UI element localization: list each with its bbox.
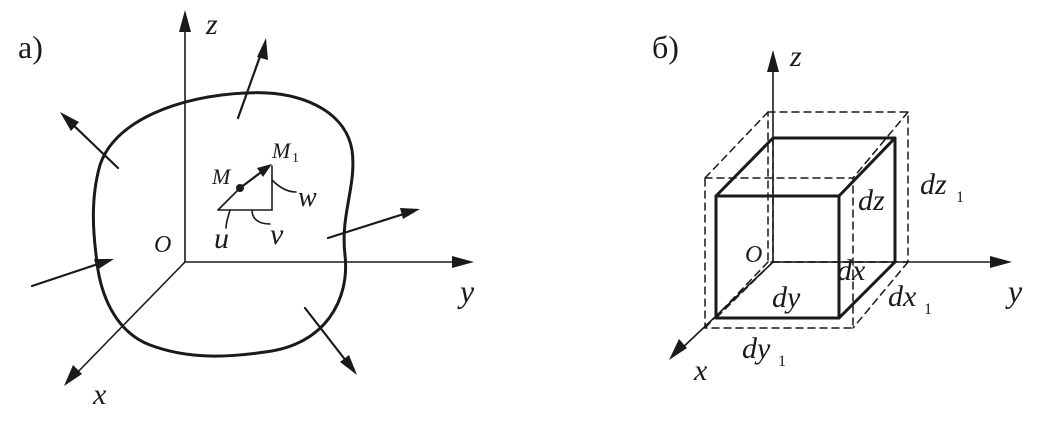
origin-label: O bbox=[745, 242, 762, 268]
panel-a-label: а) bbox=[18, 29, 43, 65]
normal-arrow-right bbox=[326, 210, 412, 240]
v-leader bbox=[251, 209, 271, 225]
panel-b: б) z y x O dz dx bbox=[652, 29, 1023, 387]
w-leader bbox=[271, 179, 297, 193]
u-leader bbox=[225, 209, 231, 229]
normal-arrow-top-head bbox=[257, 38, 268, 60]
dz-label: dz bbox=[858, 184, 885, 217]
u-label: u bbox=[214, 222, 229, 255]
y-axis-arrowhead bbox=[452, 256, 474, 268]
x-axis bbox=[71, 261, 186, 379]
x-axis-arrowhead bbox=[669, 339, 687, 360]
v-label: v bbox=[270, 218, 284, 251]
displacement-vector-head bbox=[257, 164, 272, 177]
displacement-vector-m-m1 bbox=[238, 168, 266, 190]
dx-label: dx bbox=[837, 254, 866, 287]
deformed-element-dashed bbox=[704, 111, 909, 329]
point-m-label: M bbox=[211, 164, 232, 189]
displacement-u-leg bbox=[217, 187, 241, 211]
z-axis-arrowhead bbox=[179, 10, 191, 32]
panel-a: а) z y x O M bbox=[18, 8, 475, 411]
origin-label: O bbox=[154, 232, 171, 258]
dz1-subscript: 1 bbox=[956, 189, 964, 206]
right-face bbox=[837, 136, 897, 320]
x-axis-arrowhead bbox=[64, 365, 82, 386]
dx1-subscript: 1 bbox=[924, 301, 932, 318]
dz1-label: dz bbox=[920, 168, 947, 201]
x-axis-label: x bbox=[693, 354, 708, 387]
z-axis-arrowhead bbox=[767, 50, 779, 72]
point-m1-subscript: 1 bbox=[292, 151, 299, 166]
y-axis-arrowhead bbox=[990, 256, 1012, 268]
w-label: w bbox=[298, 182, 317, 213]
normal-arrow-top bbox=[236, 46, 265, 120]
dy-label: dy bbox=[772, 281, 801, 314]
dy1-subscript: 1 bbox=[778, 353, 786, 370]
point-m1-label: M bbox=[271, 138, 292, 163]
dy1-label: dy bbox=[742, 332, 771, 365]
normal-arrow-lower-right-head bbox=[340, 355, 357, 375]
x-axis-label: x bbox=[92, 378, 107, 411]
y-axis-label: y bbox=[457, 273, 475, 309]
hidden-edge-depth bbox=[715, 261, 774, 319]
deformed-edge bbox=[852, 111, 909, 179]
top-face bbox=[714, 136, 897, 198]
deformed-edge bbox=[704, 111, 769, 179]
normal-arrow-upper-left bbox=[66, 118, 120, 170]
original-element bbox=[714, 136, 897, 320]
z-axis-label: z bbox=[789, 40, 802, 73]
deformed-edge bbox=[852, 261, 909, 329]
normal-arrow-right-head bbox=[400, 208, 420, 219]
body-outline bbox=[91, 91, 355, 358]
dx1-label: dx bbox=[888, 280, 917, 313]
normal-arrow-left-head bbox=[94, 259, 114, 270]
point-m-dot bbox=[236, 184, 244, 192]
front-face bbox=[714, 194, 841, 320]
deformed-front-face bbox=[704, 177, 854, 329]
y-axis-label: y bbox=[1005, 273, 1023, 309]
normal-arrow-upper-left-head bbox=[60, 112, 79, 131]
normal-arrow-left bbox=[30, 260, 106, 288]
z-axis-label: z bbox=[205, 8, 218, 41]
normal-arrow-lower-right bbox=[303, 306, 352, 368]
panel-b-label: б) bbox=[652, 29, 679, 65]
